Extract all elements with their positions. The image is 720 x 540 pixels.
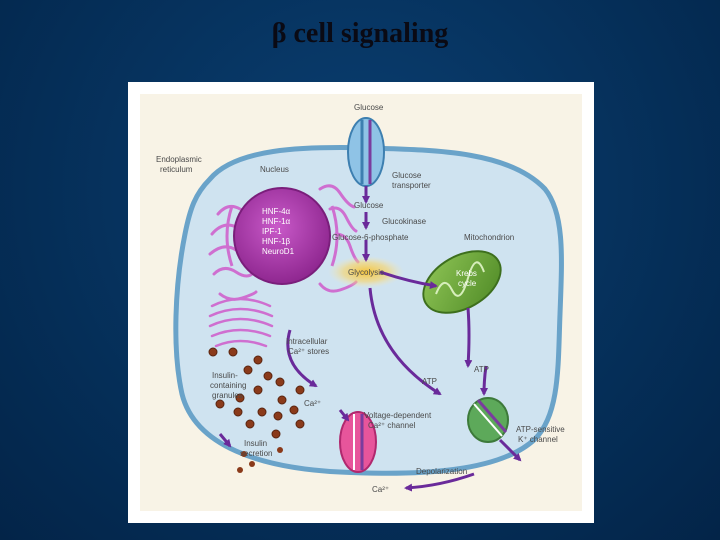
label-endoplasmic-2: reticulum (160, 165, 193, 174)
label-hnf1a: HNF-1α (262, 217, 291, 226)
slide-title: β cell signaling (271, 18, 449, 49)
label-intracellular-1: Intracellular (286, 337, 328, 346)
label-ipf1: IPF-1 (262, 227, 282, 236)
voltage-dependent-ca-channel (339, 411, 377, 473)
label-krebs-1: Krebs (456, 269, 477, 278)
secreted-insulin (237, 447, 283, 473)
label-intracellular-2: Ca²⁺ stores (288, 347, 329, 356)
label-ca-bottom: Ca²⁺ (372, 485, 389, 494)
label-katp-2: K⁺ channel (518, 435, 558, 444)
label-insulin-granules-3: granules (212, 391, 243, 400)
label-hnf1b: HNF-1β (262, 237, 291, 246)
pathway-arrows (218, 186, 522, 492)
diagram-labels: Glucose Endoplasmic reticulum Nucleus Gl… (156, 103, 565, 494)
nucleus-envelope (225, 205, 339, 267)
nucleus (233, 187, 331, 285)
label-krebs-2: cycle (458, 279, 477, 288)
label-atp-center: ATP (422, 377, 437, 386)
label-glucokinase: Glucokinase (382, 217, 427, 226)
beta-cell-diagram: Glucose Endoplasmic reticulum Nucleus Gl… (156, 103, 565, 494)
label-ca-influx: Ca²⁺ (304, 399, 321, 408)
label-g6p: Glucose-6-phosphate (332, 233, 409, 242)
label-depolarization: Depolarization (416, 467, 467, 476)
label-insulin-secretion-1: Insulin (244, 439, 267, 448)
glycolysis-glow (328, 256, 404, 288)
label-vdcc-1: Voltage-dependent (364, 411, 432, 420)
label-insulin-secretion-2: secretion (240, 449, 272, 458)
label-glucose-transporter-2: transporter (392, 181, 431, 190)
label-nucleus: Nucleus (260, 165, 289, 174)
label-glucose-inside: Glucose (354, 201, 384, 210)
label-katp-1: ATP-sensitive (516, 425, 565, 434)
label-atp-right: ATP (474, 365, 489, 374)
label-mitochondrion: Mitochondrion (464, 233, 514, 242)
label-glucose-transporter-1: Glucose (392, 171, 422, 180)
label-neurod1: NeuroD1 (262, 247, 295, 256)
label-insulin-granules-1: Insulin- (212, 371, 238, 380)
label-hnf4a: HNF-4α (262, 207, 291, 216)
insulin-granules (208, 347, 305, 439)
figure-background: Glucose Endoplasmic reticulum Nucleus Gl… (140, 94, 582, 511)
label-vdcc-2: Ca²⁺ channel (368, 421, 416, 430)
label-endoplasmic-1: Endoplasmic (156, 155, 202, 164)
label-insulin-granules-2: containing (210, 381, 246, 390)
label-glucose-top: Glucose (354, 103, 384, 112)
label-glycolysis: Glycolysis (348, 268, 384, 277)
atp-sensitive-k-channel (467, 397, 509, 443)
golgi-apparatus (208, 297, 274, 348)
glucose-transporter (347, 117, 385, 187)
mitochondrion (422, 250, 502, 314)
figure-panel: Glucose Endoplasmic reticulum Nucleus Gl… (128, 82, 594, 523)
